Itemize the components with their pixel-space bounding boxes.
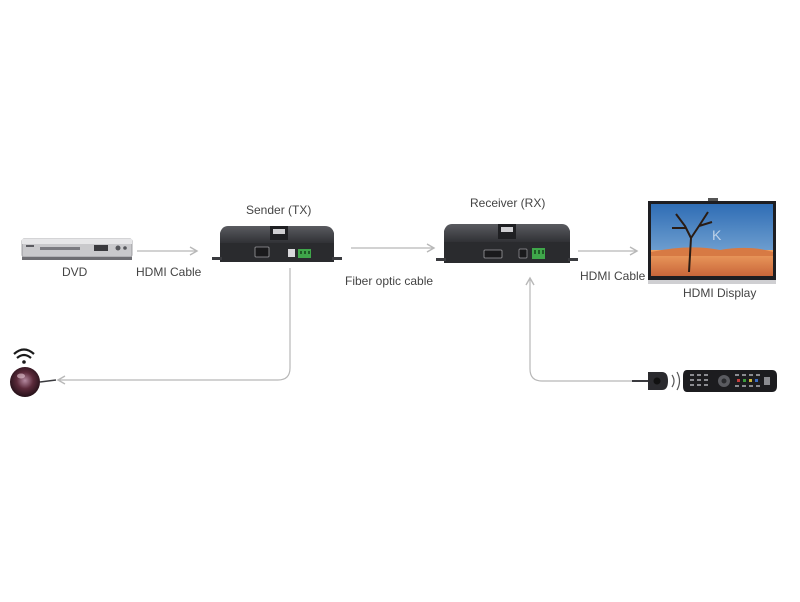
ir-line-receiver	[525, 276, 632, 382]
label-receiver: Receiver (RX)	[470, 196, 546, 210]
label-dvd: DVD	[62, 265, 88, 279]
ir-receiver-eye-icon	[10, 367, 57, 397]
ir-emitter-icon	[632, 371, 681, 391]
receiver-box-icon	[436, 224, 578, 263]
tv-display-icon: K	[648, 198, 776, 284]
dvd-player-icon	[21, 238, 133, 260]
wireless-signal-icon	[13, 348, 35, 364]
remote-control-icon	[683, 370, 777, 392]
label-fiber-optic-cable: Fiber optic cable	[345, 274, 434, 288]
svg-text:K: K	[712, 227, 722, 243]
sender-box-icon	[212, 226, 342, 262]
label-hdmi-cable-right: HDMI Cable	[580, 269, 646, 283]
label-hdmi-cable-left: HDMI Cable	[136, 265, 202, 279]
label-hdmi-display: HDMI Display	[683, 286, 757, 300]
ir-line-sender	[56, 268, 291, 385]
label-sender: Sender (TX)	[246, 203, 312, 217]
